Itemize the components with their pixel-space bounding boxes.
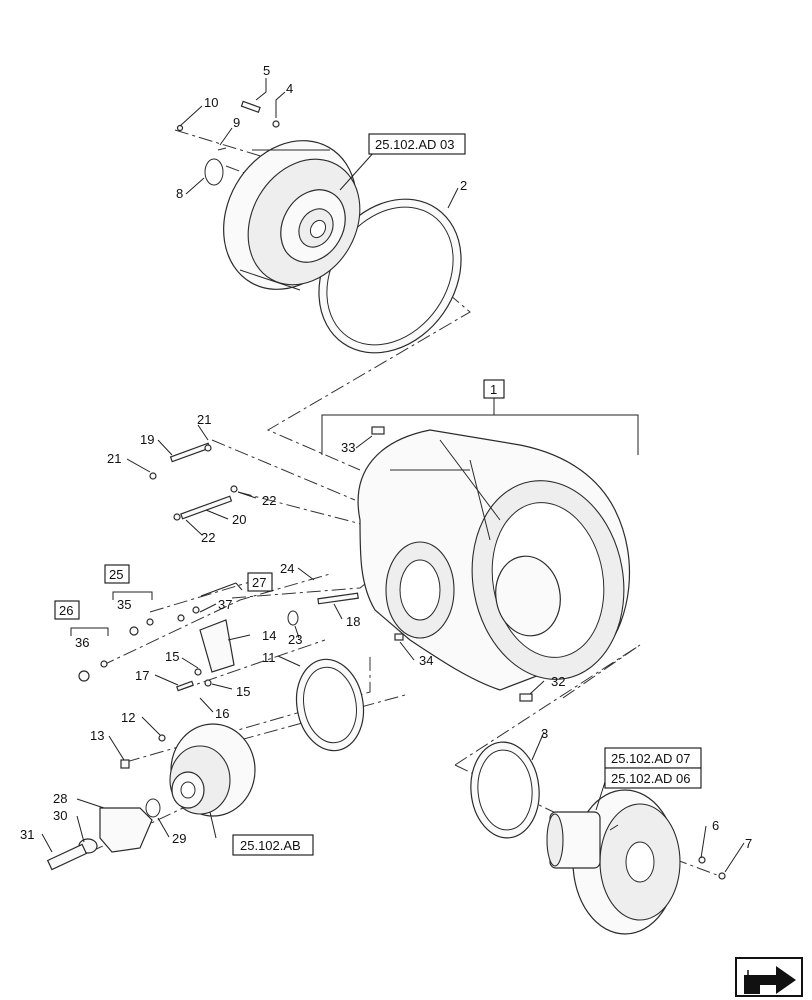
converter-assembly [223, 140, 361, 291]
callout-21-left: 21 [107, 451, 121, 466]
callout-22-lower: 22 [201, 530, 215, 545]
callout-15-lower: 15 [236, 684, 250, 699]
callout-4: 4 [286, 81, 293, 96]
boxed-callout-25[interactable]: 25 [104, 564, 130, 584]
callout-9: 9 [233, 115, 240, 130]
reference-25-102-ad-07[interactable]: 25.102.AD 07 [604, 747, 702, 769]
callout-37: 37 [218, 597, 232, 612]
callout-12: 12 [121, 710, 135, 725]
boxed-callout-1[interactable]: 1 [483, 379, 505, 399]
callout-35: 35 [117, 597, 131, 612]
snap-ring-8 [204, 158, 224, 186]
callout-16: 16 [215, 706, 229, 721]
reference-25-102-ab[interactable]: 25.102.AB [232, 834, 314, 856]
callout-6: 6 [712, 818, 719, 833]
callout-23: 23 [288, 632, 302, 647]
boxed-callout-26[interactable]: 26 [54, 600, 80, 620]
housing-group-bracket [321, 398, 639, 455]
bracket-14 [199, 619, 235, 673]
callout-29: 29 [172, 831, 186, 846]
callout-22-upper: 22 [262, 493, 276, 508]
callout-8: 8 [176, 186, 183, 201]
callout-7: 7 [745, 836, 752, 851]
callout-19: 19 [140, 432, 154, 447]
seal-29 [145, 798, 161, 818]
yoke-28 [99, 807, 153, 853]
main-housing-1 [357, 429, 631, 691]
svg-text:25.102.AD 03: 25.102.AD 03 [375, 137, 455, 152]
callout-13: 13 [90, 728, 104, 743]
callout-3: 3 [541, 726, 548, 741]
callout-18: 18 [346, 614, 360, 629]
svg-text:1: 1 [490, 382, 497, 397]
reference-25-102-ad-03[interactable]: 25.102.AD 03 [368, 133, 466, 155]
callout-10: 10 [204, 95, 218, 110]
callout-32: 32 [551, 674, 565, 689]
final-drive-assembly [546, 789, 681, 935]
callout-20: 20 [232, 512, 246, 527]
svg-text:25.102.AD 06: 25.102.AD 06 [611, 771, 691, 786]
leader-lines [41, 78, 745, 873]
callout-28: 28 [53, 791, 67, 806]
pump-cover-assembly [169, 723, 256, 817]
pins-and-bolts [78, 426, 726, 880]
callout-30: 30 [53, 808, 67, 823]
callout-labels: 5 4 10 9 8 2 33 21 19 21 22 20 22 24 35 … [20, 63, 752, 851]
callout-24: 24 [280, 561, 294, 576]
svg-text:25.102.AB: 25.102.AB [240, 838, 301, 853]
small-hardware-top [176, 100, 280, 151]
svg-text:27: 27 [252, 575, 266, 590]
next-page-arrow-icon[interactable] [735, 957, 803, 997]
callout-11: 11 [262, 650, 276, 665]
callout-17: 17 [135, 668, 149, 683]
bolt-31 [46, 843, 88, 871]
kit-brackets [70, 582, 243, 636]
callout-2: 2 [460, 178, 467, 193]
callout-34: 34 [419, 653, 433, 668]
svg-text:26: 26 [59, 603, 73, 618]
callout-14: 14 [262, 628, 276, 643]
gasket-3 [470, 741, 540, 839]
flange-gasket-2 [318, 198, 462, 354]
callout-33: 33 [341, 440, 355, 455]
callout-5: 5 [263, 63, 270, 78]
callout-36: 36 [75, 635, 89, 650]
callout-31: 31 [20, 827, 34, 842]
boxed-callout-27[interactable]: 27 [247, 572, 273, 592]
svg-text:25: 25 [109, 567, 123, 582]
callout-15-upper: 15 [165, 649, 179, 664]
reference-25-102-ad-06[interactable]: 25.102.AD 06 [604, 767, 702, 789]
gasket-11 [295, 658, 365, 752]
svg-text:25.102.AD 07: 25.102.AD 07 [611, 751, 691, 766]
callout-21-top: 21 [197, 412, 211, 427]
